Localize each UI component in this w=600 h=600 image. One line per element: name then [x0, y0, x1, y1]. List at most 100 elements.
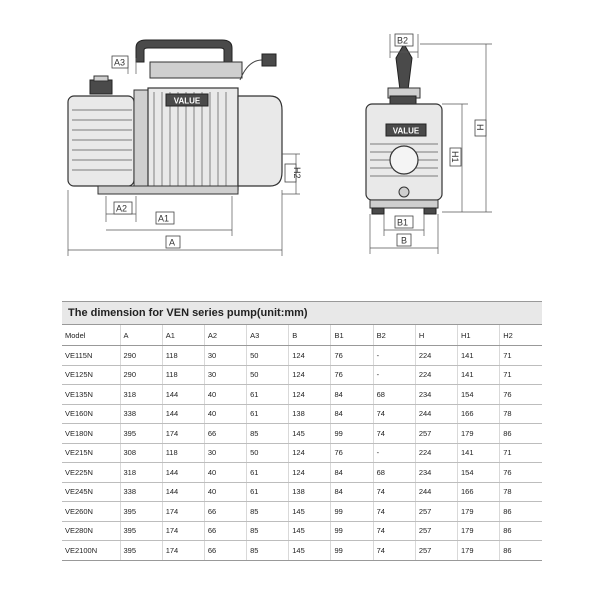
dimension-cell: 124	[288, 345, 332, 366]
dimension-cell: 224	[415, 345, 459, 366]
dimension-cell: 30	[204, 345, 248, 366]
dimension-table: The dimension for VEN series pump(unit:m…	[62, 301, 542, 561]
dimension-cell: 85	[246, 540, 290, 561]
dimension-cell: 40	[204, 384, 248, 405]
dimension-cell: 86	[499, 540, 542, 561]
dimension-cell: 141	[457, 365, 501, 385]
dimension-cell: 308	[120, 443, 163, 463]
dimension-cell: 30	[204, 365, 248, 385]
dimension-cell: 50	[246, 365, 290, 385]
dimension-cell: 144	[162, 462, 205, 483]
column-header: Model	[62, 325, 121, 346]
dimension-cell: 257	[415, 501, 459, 522]
dimension-cell: 85	[246, 501, 290, 522]
dimension-cell: 74	[373, 482, 416, 502]
front-handle	[395, 42, 413, 91]
dim-label-H1: H1	[450, 151, 460, 163]
dim-label-B2: B2	[397, 36, 408, 46]
dimension-cell: 179	[457, 501, 501, 522]
dimension-cell: 76	[499, 384, 542, 405]
dimension-cell: -	[373, 365, 416, 385]
dimension-cell: 118	[162, 365, 205, 385]
dimension-cell: 145	[288, 423, 332, 444]
dimension-cell: 179	[457, 423, 501, 444]
model-cell: VE280N	[62, 521, 121, 541]
dimension-cell: 118	[162, 443, 205, 463]
dim-label-A1: A1	[158, 214, 169, 224]
model-cell: VE260N	[62, 501, 121, 522]
column-header: H1	[457, 325, 501, 346]
pump-dimension-drawing: VALUE A3 A2 A1	[67, 33, 492, 256]
front-view: VALUE	[365, 33, 492, 254]
front-logo: VALUE	[393, 127, 420, 136]
dimension-cell: 86	[499, 423, 542, 444]
dimension-cell: 76	[330, 345, 374, 366]
dimension-cell: 395	[120, 423, 163, 444]
dimension-cell: 50	[246, 443, 290, 463]
column-header: B1	[330, 325, 374, 346]
dimension-cell: 234	[415, 462, 459, 483]
dimension-cell: 78	[499, 404, 542, 424]
motor-end-cap	[237, 95, 283, 187]
dimension-cell: 74	[373, 404, 416, 424]
dimension-cell: 76	[499, 462, 542, 483]
dimension-cell: 99	[330, 540, 374, 561]
dimension-cell: 66	[204, 423, 248, 444]
dim-label-H2: H2	[292, 167, 302, 179]
dimension-cell: -	[373, 345, 416, 366]
dimension-cell: 234	[415, 384, 459, 405]
model-cell: VE160N	[62, 404, 121, 424]
dimension-cell: 174	[162, 540, 205, 561]
dimension-cell: 144	[162, 384, 205, 405]
dimension-cell: 40	[204, 482, 248, 502]
dimension-cell: 84	[330, 404, 374, 424]
column-header: A1	[162, 325, 205, 346]
dimension-cell: 99	[330, 423, 374, 444]
dimension-cell: 124	[288, 462, 332, 483]
dimension-cell: 124	[288, 365, 332, 385]
dimension-cell: 66	[204, 540, 248, 561]
dimension-cell: 166	[457, 404, 501, 424]
model-cell: VE245N	[62, 482, 121, 502]
dimension-cell: 318	[120, 462, 163, 483]
sight-glass	[389, 145, 419, 175]
dimension-cell: 61	[246, 482, 290, 502]
dimension-cell: 71	[499, 345, 542, 366]
dimension-cell: 61	[246, 462, 290, 483]
dimension-cell: 179	[457, 540, 501, 561]
dimension-cell: 86	[499, 501, 542, 522]
dimension-cell: 74	[373, 423, 416, 444]
dimension-cell: 144	[162, 404, 205, 424]
dimension-cell: 61	[246, 404, 290, 424]
dimension-cell: 141	[457, 345, 501, 366]
dimension-cell: 68	[373, 384, 416, 405]
dimension-cell: 76	[330, 443, 374, 463]
dimension-cell: 141	[457, 443, 501, 463]
handle-bracket	[149, 61, 243, 79]
dimension-cell: 174	[162, 521, 205, 541]
dimension-cell: 138	[288, 482, 332, 502]
dimension-cell: 84	[330, 462, 374, 483]
model-cell: VE180N	[62, 423, 121, 444]
dimension-cell: 145	[288, 501, 332, 522]
column-header: H	[415, 325, 459, 346]
column-header: A2	[204, 325, 248, 346]
dimension-cell: 76	[330, 365, 374, 385]
dimension-cell: 395	[120, 540, 163, 561]
dimension-cell: 68	[373, 462, 416, 483]
dimension-cell: 84	[330, 384, 374, 405]
dimension-cell: 86	[499, 521, 542, 541]
column-header: A	[120, 325, 163, 346]
